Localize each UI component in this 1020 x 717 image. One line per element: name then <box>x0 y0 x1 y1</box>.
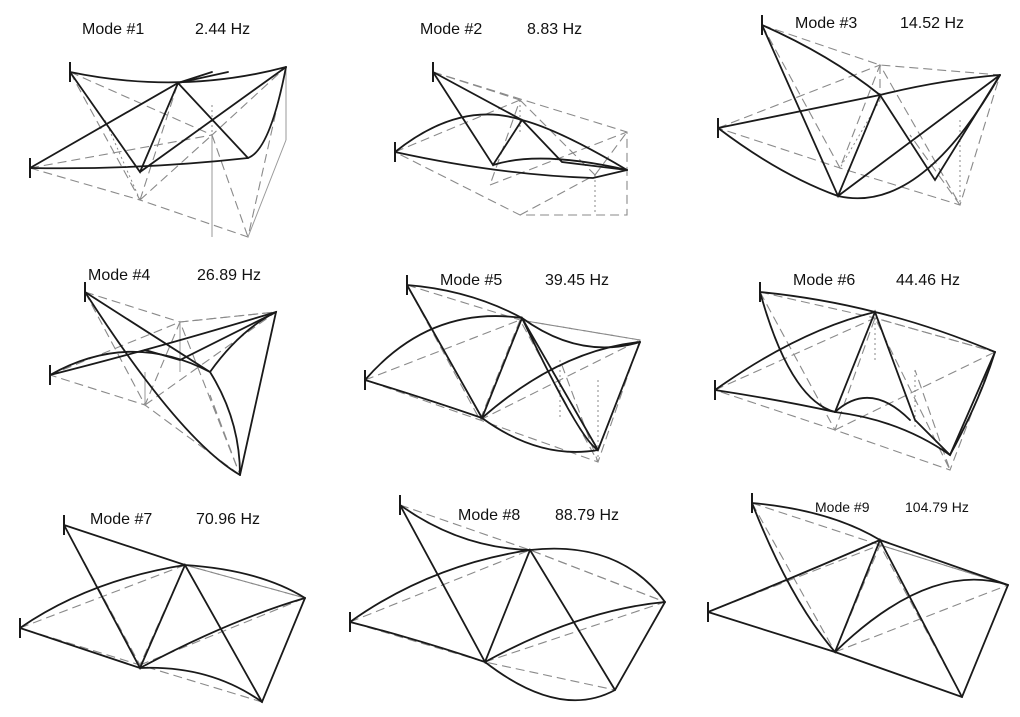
mode-7-deformed-shape <box>19 524 306 704</box>
mode-5-deformed-shape <box>364 284 641 453</box>
mode-8-supports <box>349 495 401 632</box>
mode-5-label: Mode #5 <box>440 272 502 289</box>
mode-9-supports <box>707 493 753 622</box>
mode-3-deformed-shape <box>717 24 1001 200</box>
mode-panel-7: Mode #7 70.96 Hz <box>19 511 306 704</box>
mode-6-label: Mode #6 <box>793 272 855 289</box>
mode-4-label: Mode #4 <box>88 267 150 284</box>
mode-4-undeformed-truss <box>49 291 277 476</box>
mode-4-frequency: 26.89 Hz <box>197 267 261 284</box>
mode-panel-2: Mode #2 8.83 Hz <box>394 21 628 216</box>
mode-panel-5: Mode #5 39.45 Hz <box>364 272 641 463</box>
mode-2-deformed-shape <box>394 71 628 179</box>
mode-1-undeformed-truss <box>29 66 287 238</box>
mode-9-frequency: 104.79 Hz <box>905 499 969 515</box>
mode-4-supports <box>49 282 86 385</box>
mode-8-frequency: 88.79 Hz <box>555 507 619 524</box>
mode-9-undeformed-truss <box>707 502 1009 698</box>
mode-panel-6: Mode #6 44.46 Hz <box>714 272 996 471</box>
mode-panel-1: Mode #1 2.44 Hz <box>29 21 287 238</box>
mode-3-undeformed-truss <box>717 24 1001 206</box>
mode-panel-9: Mode #9 104.79 Hz <box>707 493 1009 699</box>
mode-7-undeformed-truss <box>19 524 306 703</box>
mode-1-supports <box>29 62 71 178</box>
mode-1-frequency: 2.44 Hz <box>195 21 250 38</box>
mode-7-label: Mode #7 <box>90 511 152 528</box>
mode-2-frequency: 8.83 Hz <box>527 21 582 38</box>
mode-1-deformed-shape <box>29 66 287 174</box>
mode-2-supports <box>394 62 434 162</box>
mode-2-undeformed-truss <box>394 71 628 216</box>
mode-panel-3: Mode #3 14.52 Hz <box>717 15 1001 206</box>
mode-9-deformed-shape <box>707 502 1009 699</box>
mode-5-undeformed-truss <box>364 284 641 463</box>
mode-6-frequency: 44.46 Hz <box>896 272 960 289</box>
mode-6-undeformed-truss <box>714 291 996 471</box>
mode-9-label: Mode #9 <box>815 499 870 515</box>
mode-3-frequency: 14.52 Hz <box>900 15 964 32</box>
mode-4-deformed-shape <box>49 291 278 476</box>
mode-3-supports <box>717 15 763 138</box>
mode-5-supports <box>364 275 408 390</box>
mode-panel-4: Mode #4 26.89 Hz <box>49 267 278 476</box>
mode-7-supports <box>19 515 65 638</box>
mode-6-deformed-shape <box>714 291 996 457</box>
mode-5-frequency: 39.45 Hz <box>545 272 609 289</box>
mode-2-label: Mode #2 <box>420 21 482 38</box>
mode-8-deformed-shape <box>349 504 666 702</box>
mode-6-supports <box>714 282 761 400</box>
mode-3-label: Mode #3 <box>795 15 857 32</box>
mode-8-undeformed-truss <box>349 504 666 691</box>
mode-panel-8: Mode #8 88.79 Hz <box>349 495 666 702</box>
mode-8-label: Mode #8 <box>458 507 520 524</box>
mode-1-label: Mode #1 <box>82 21 144 38</box>
mode-7-frequency: 70.96 Hz <box>196 511 260 528</box>
